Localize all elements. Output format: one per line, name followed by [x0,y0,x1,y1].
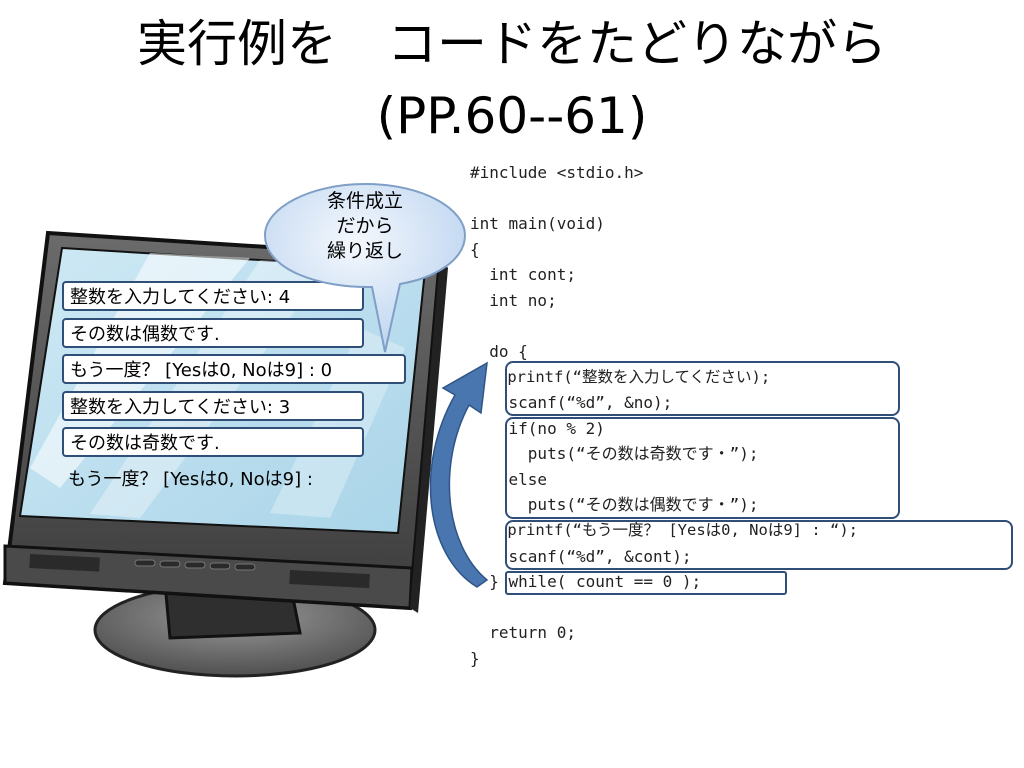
code-box-while [505,571,787,595]
output-line-2: その数は偶数です. [62,318,364,348]
slide-title: 実行例を コードをたどりながら [137,15,887,73]
code-line-11: if(no % 2) [470,419,605,438]
speech-bubble [263,182,467,353]
code-line-20: } [470,649,480,668]
code-line-10: scanf(“%d”, &no); [470,393,673,412]
code-line-14: puts(“その数は偶数です・”); [470,495,759,514]
code-box-if-else [505,417,900,519]
output-line-4: 整数を入力してください: 3 [62,391,364,421]
code-box-input [505,361,900,416]
code-line-3: int main(void) [470,214,605,233]
output-line-1: 整数を入力してください: 4 [62,281,364,311]
code-line-9: printf(“整数を入力してください); [470,368,771,386]
bubble-line-1: 条件成立 [326,190,403,212]
code-line-5: int cont; [470,265,576,284]
slide-subtitle: (PP.60--61) [376,87,648,145]
code-line-13: else [470,470,548,489]
code-line-19: return 0; [470,623,576,642]
bubble-line-3: 繰り返し [326,240,403,262]
code-line-1: #include <stdio.h> [470,163,644,182]
code-line-17: } while( count == 0 ); [470,572,702,591]
code-line-15: printf(“もう一度？ [Yesは0, Noは9] : “); [470,521,858,539]
output-line-5: その数は奇数です. [62,427,364,457]
code-box-continue-prompt [505,520,1013,570]
output-line-6: もう一度？ [Yesは0, Noは9] : [68,469,313,490]
code-line-4: { [470,240,480,259]
bubble-line-2: だから [336,215,394,237]
code-line-6: int no; [470,291,557,310]
output-line-3: もう一度？ [Yesは0, Noは9] : 0 [62,354,406,384]
code-line-8: do { [470,342,528,361]
loop-arrow-icon [429,361,489,588]
code-line-12: puts(“その数は奇数です・”); [470,444,759,463]
code-line-16: scanf(“%d”, &cont); [470,547,692,566]
